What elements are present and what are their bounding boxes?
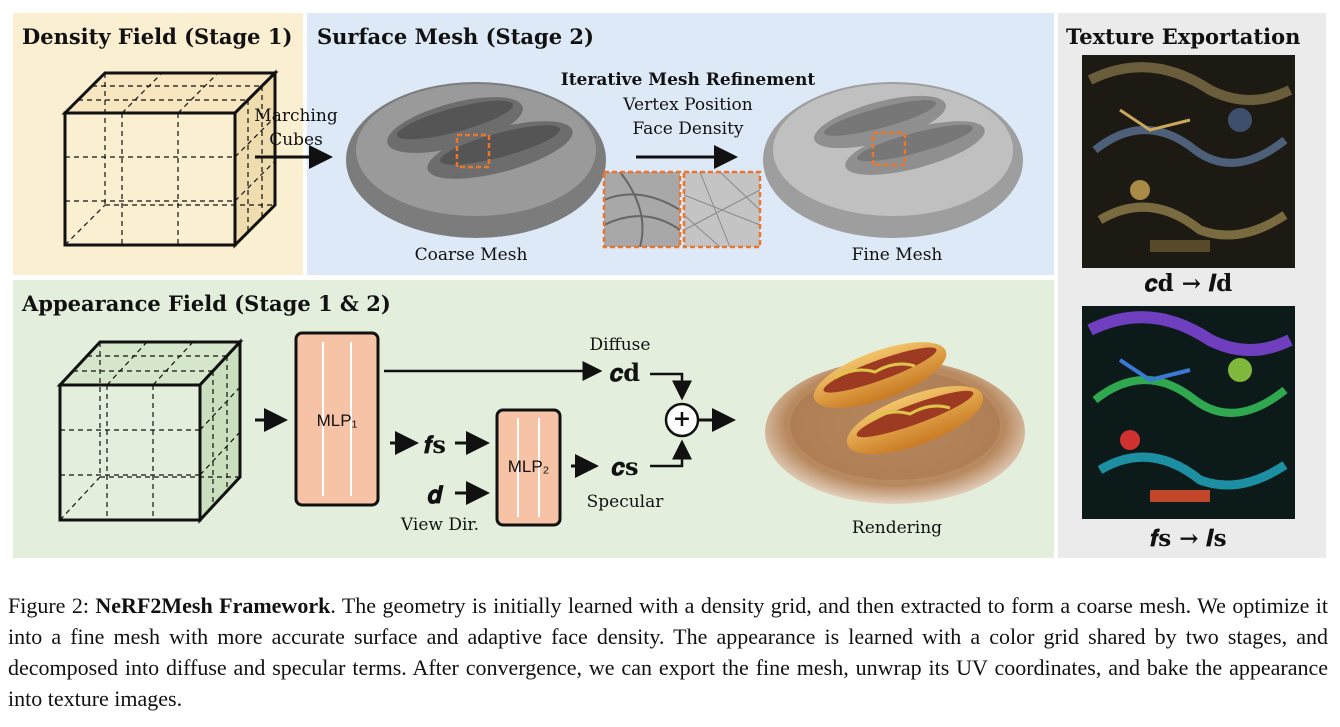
figure-caption: Figure 2: NeRF2Mesh Framework. The geome… (8, 590, 1328, 714)
rendering-label: Rendering (851, 518, 943, 538)
d-symbol: 𝒅 (427, 480, 443, 509)
appearance-title: Appearance Field (Stage 1 & 2) (22, 291, 391, 316)
density-grid-cube (61, 69, 279, 249)
plus-symbol: + (672, 406, 692, 432)
coarse-mesh-image (346, 82, 606, 238)
surface-title: Surface Mesh (Stage 2) (317, 24, 594, 49)
refine-title: Iterative Mesh Refinement (560, 70, 816, 90)
coarse-mesh-label: Coarse Mesh (414, 245, 528, 265)
mlp2-label: MLP₂ (507, 457, 550, 476)
refine-line1: Vertex Position (623, 95, 753, 115)
refine-line2: Face Density (632, 119, 744, 139)
cd-to-plus-arrow (650, 372, 692, 401)
color-grid-cube (56, 338, 244, 524)
sum-node (664, 402, 700, 438)
specular-texture-image (1082, 306, 1295, 519)
caption-prefix: Figure 2: (8, 593, 96, 618)
coarse-zoom-crop (602, 170, 682, 249)
diffuse-label: Diffuse (589, 335, 651, 355)
marching-label-line1: Marching (254, 106, 338, 126)
marching-label-line2: Cubes (269, 130, 323, 150)
fine-mesh-label: Fine Mesh (851, 245, 943, 265)
mlp1-block (294, 331, 380, 507)
cs-symbol: 𝒄s (611, 452, 639, 481)
diffuse-texture-image (1082, 55, 1295, 268)
fine-zoom-crop (682, 170, 762, 249)
mlp2-block (495, 408, 562, 527)
rendering-image (765, 342, 1025, 504)
specular-label: Specular (586, 492, 664, 512)
texture-label-specular: 𝒇s → 𝑰s (1150, 525, 1227, 552)
texture-label-diffuse: 𝒄d → 𝑰d (1144, 270, 1233, 297)
cs-to-plus-arrow (650, 439, 692, 468)
density-title: Density Field (Stage 1) (22, 24, 293, 49)
fs-symbol: 𝒇s (424, 430, 446, 459)
caption-bold: NeRF2Mesh Framework (95, 593, 331, 618)
view-dir-label: View Dir. (400, 515, 480, 535)
texture-title: Texture Exportation (1066, 24, 1301, 49)
cd-symbol: 𝒄d (609, 358, 641, 387)
fine-mesh-image (763, 82, 1023, 238)
mlp1-label: MLP₁ (316, 411, 358, 430)
caption-text: . The geometry is initially learned with… (8, 593, 1328, 711)
